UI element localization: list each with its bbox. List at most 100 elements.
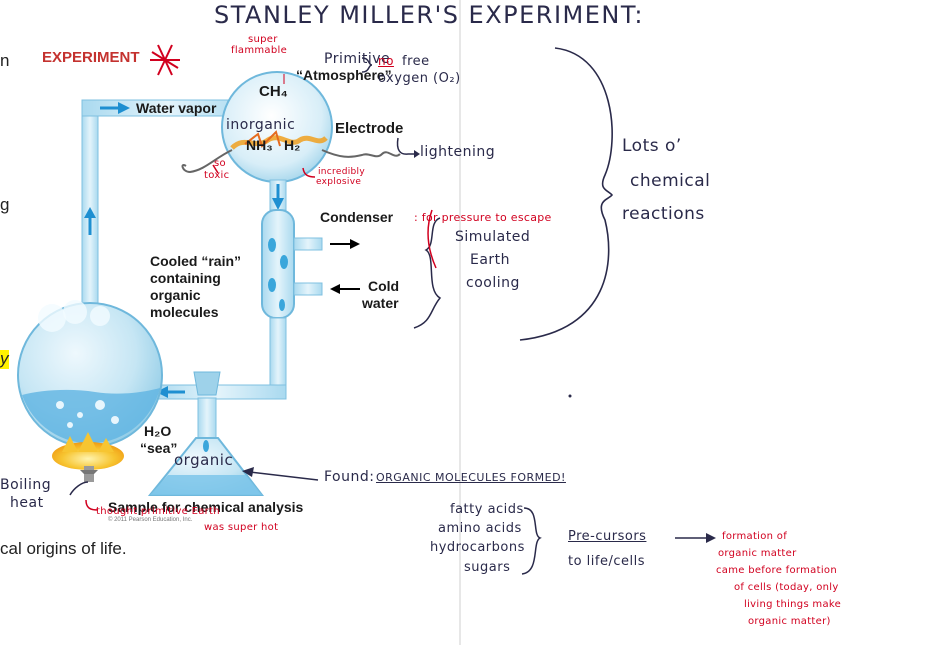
droplet bbox=[268, 238, 276, 252]
cooled-rain-line4: molecules bbox=[150, 304, 219, 320]
outlet-arrow-head-icon bbox=[350, 239, 360, 249]
bubble bbox=[56, 401, 64, 409]
formation-line5: living things make bbox=[744, 599, 842, 610]
cooled-rain-line3: organic bbox=[150, 287, 201, 303]
lots-line3: reactions bbox=[622, 204, 705, 224]
burner-top bbox=[80, 470, 98, 474]
cooled-rain-line1: Cooled “rain” bbox=[150, 253, 242, 269]
thought-hook bbox=[85, 499, 99, 511]
droplet bbox=[268, 278, 276, 292]
cooling-brace bbox=[413, 217, 442, 329]
copyright-label: © 2011 Pearson Education, Inc. bbox=[108, 517, 193, 523]
primitive-label: Primitive bbox=[324, 51, 391, 67]
list-item-amino-acids: amino acids bbox=[438, 521, 522, 536]
nh3-label: NH₃ bbox=[246, 137, 273, 153]
super-hot-label: was super hot bbox=[204, 522, 279, 533]
bubble bbox=[95, 400, 105, 410]
big-brace bbox=[519, 47, 614, 341]
lightening-arrow bbox=[396, 137, 418, 155]
lightening-label: lightening bbox=[420, 144, 496, 160]
sea-label: “sea” bbox=[140, 440, 178, 456]
lots-line1: Lots o’ bbox=[622, 136, 682, 156]
toxic-tick bbox=[212, 164, 219, 174]
heat-label: heat bbox=[10, 495, 44, 511]
lots-line2: chemical bbox=[630, 171, 711, 191]
explosive-hook bbox=[302, 167, 316, 178]
sample-tube bbox=[197, 397, 217, 439]
bubble bbox=[111, 416, 119, 424]
formation-line3: came before formation bbox=[716, 565, 837, 576]
condenser-label: Condenser bbox=[320, 209, 394, 225]
right-electrode-wire bbox=[321, 149, 401, 158]
cooled-rain-line2: containing bbox=[150, 270, 221, 286]
formation-line2: organic matter bbox=[718, 548, 797, 559]
inorganic-label: inorganic bbox=[226, 117, 296, 133]
toxic-label: toxic bbox=[204, 170, 230, 181]
found-organic-label: ORGANIC MOLECULES FORMED! bbox=[376, 471, 566, 484]
oxygen-label: oxygen (O₂) bbox=[378, 71, 461, 86]
sample-liquid bbox=[150, 475, 262, 495]
simulated-line3: cooling bbox=[466, 275, 520, 291]
list-item-hydrocarbons: hydrocarbons bbox=[430, 540, 525, 555]
down-arrow-head-icon bbox=[272, 198, 284, 210]
h2-label: H₂ bbox=[284, 137, 301, 153]
sample-label: Sample for chemical analysis bbox=[108, 499, 304, 515]
left-electrode-wire bbox=[181, 149, 233, 174]
left-fragment-life: cal origins of life. bbox=[0, 539, 127, 558]
steam bbox=[63, 300, 87, 324]
left-fragment-n: n bbox=[0, 51, 10, 70]
cold-water-line2: water bbox=[362, 295, 399, 311]
simulated-line1: Simulated bbox=[455, 229, 531, 245]
condenser-inlet bbox=[293, 282, 323, 296]
pressure-label: : for pressure to escape bbox=[414, 211, 552, 224]
experiment-label: EXPERIMENT bbox=[42, 49, 140, 66]
spark-bolt-icon bbox=[244, 130, 281, 148]
incredibly-label: incredibly bbox=[318, 167, 365, 177]
cold-water-line1: Cold bbox=[368, 278, 400, 294]
boiling-pointer bbox=[69, 481, 89, 496]
simulated-line2: Earth bbox=[470, 252, 511, 268]
formation-line6: organic matter) bbox=[748, 616, 831, 627]
drain-tube bbox=[269, 317, 287, 394]
found-arrow bbox=[249, 471, 319, 481]
stopcock bbox=[193, 371, 221, 396]
spark bbox=[230, 135, 328, 150]
dot bbox=[568, 394, 572, 398]
no-label: no bbox=[378, 54, 394, 68]
inlet-arrow-head-icon bbox=[330, 284, 340, 294]
right-arrow-head-icon bbox=[118, 102, 130, 114]
so-label: so bbox=[214, 158, 226, 169]
asterisk-icon bbox=[150, 44, 180, 76]
ch4-label: CH₄ bbox=[259, 83, 288, 100]
flammable-label: flammable bbox=[231, 45, 288, 56]
flame-tips bbox=[62, 432, 114, 452]
bubble bbox=[67, 422, 73, 428]
explosive-label: explosive bbox=[316, 177, 362, 187]
steam bbox=[38, 304, 66, 332]
bubble bbox=[77, 412, 83, 418]
found-arrow-head-icon bbox=[242, 467, 254, 477]
list-item-sugars: sugars bbox=[464, 560, 511, 575]
list-brace bbox=[521, 507, 542, 575]
condenser-outlet bbox=[293, 237, 323, 251]
precursors-label: Pre-cursors bbox=[568, 529, 647, 544]
left-fragment-g: g bbox=[0, 195, 10, 214]
formation-line4: of cells (today, only bbox=[734, 582, 839, 593]
found-label: Found: bbox=[324, 469, 375, 485]
left-fragment-y: y bbox=[0, 349, 9, 369]
thought-label: thought primitive Earth bbox=[96, 506, 220, 517]
boiling-label: Boiling bbox=[0, 477, 52, 493]
electrode-label: Electrode bbox=[335, 120, 404, 137]
condenser-jacket bbox=[261, 209, 295, 319]
formation-line1: formation of bbox=[722, 531, 788, 542]
sample-droplet bbox=[203, 440, 209, 452]
left-arrow-head-icon bbox=[156, 386, 168, 398]
pressure-bracket bbox=[427, 209, 437, 269]
droplet bbox=[280, 255, 288, 269]
h2o-label: H₂O bbox=[144, 423, 172, 439]
atmosphere-brace bbox=[361, 57, 373, 73]
atmosphere-label: “Atmosphere” bbox=[296, 67, 392, 83]
free-label: free bbox=[402, 54, 430, 69]
